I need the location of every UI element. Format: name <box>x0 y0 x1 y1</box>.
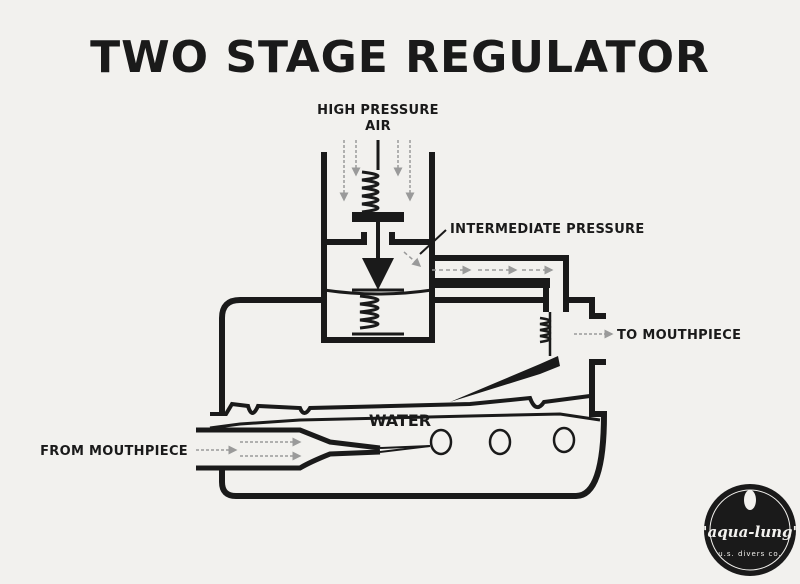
intermediate-pressure-leader <box>419 229 447 255</box>
to-mouthpiece-label: TO MOUTHPIECE <box>617 328 741 343</box>
intermediate-pipe-fill <box>432 278 550 288</box>
first-stage-spring <box>361 140 380 214</box>
exhaust-tube <box>196 427 381 471</box>
demand-lever <box>450 356 560 402</box>
first-stage-valve-seat <box>352 212 404 222</box>
second-stage-housing <box>219 297 608 499</box>
diagram-title: TWO STAGE REGULATOR <box>90 32 710 83</box>
intermediate-pressure-label: INTERMEDIATE PRESSURE <box>450 222 645 237</box>
main-diaphragm <box>210 394 591 416</box>
water-label: WATER <box>369 411 431 430</box>
logo-sub: u.s. divers co. <box>718 550 782 558</box>
first-stage-diaphragm <box>323 288 433 296</box>
from-mouthpiece-arrows <box>196 437 302 461</box>
high-pressure-label: HIGH PRESSURE <box>317 103 439 118</box>
logo-brand: "aqua-lung" <box>700 523 800 541</box>
exhaust-bubbles <box>429 426 576 456</box>
air-label: AIR <box>365 119 391 134</box>
intermediate-flow-arrows <box>403 251 554 275</box>
second-stage-valve-spring <box>539 312 552 356</box>
diaphragm-spring <box>352 288 404 336</box>
first-stage-chamber <box>321 152 435 343</box>
high-pressure-flow-arrows <box>339 140 415 202</box>
exhaust-valve <box>379 445 431 453</box>
lower-diaphragm <box>209 412 601 430</box>
from-mouthpiece-label: FROM MOUTHPIECE <box>40 444 188 459</box>
aqua-lung-logo: "aqua-lung" u.s. divers co. <box>700 484 800 576</box>
